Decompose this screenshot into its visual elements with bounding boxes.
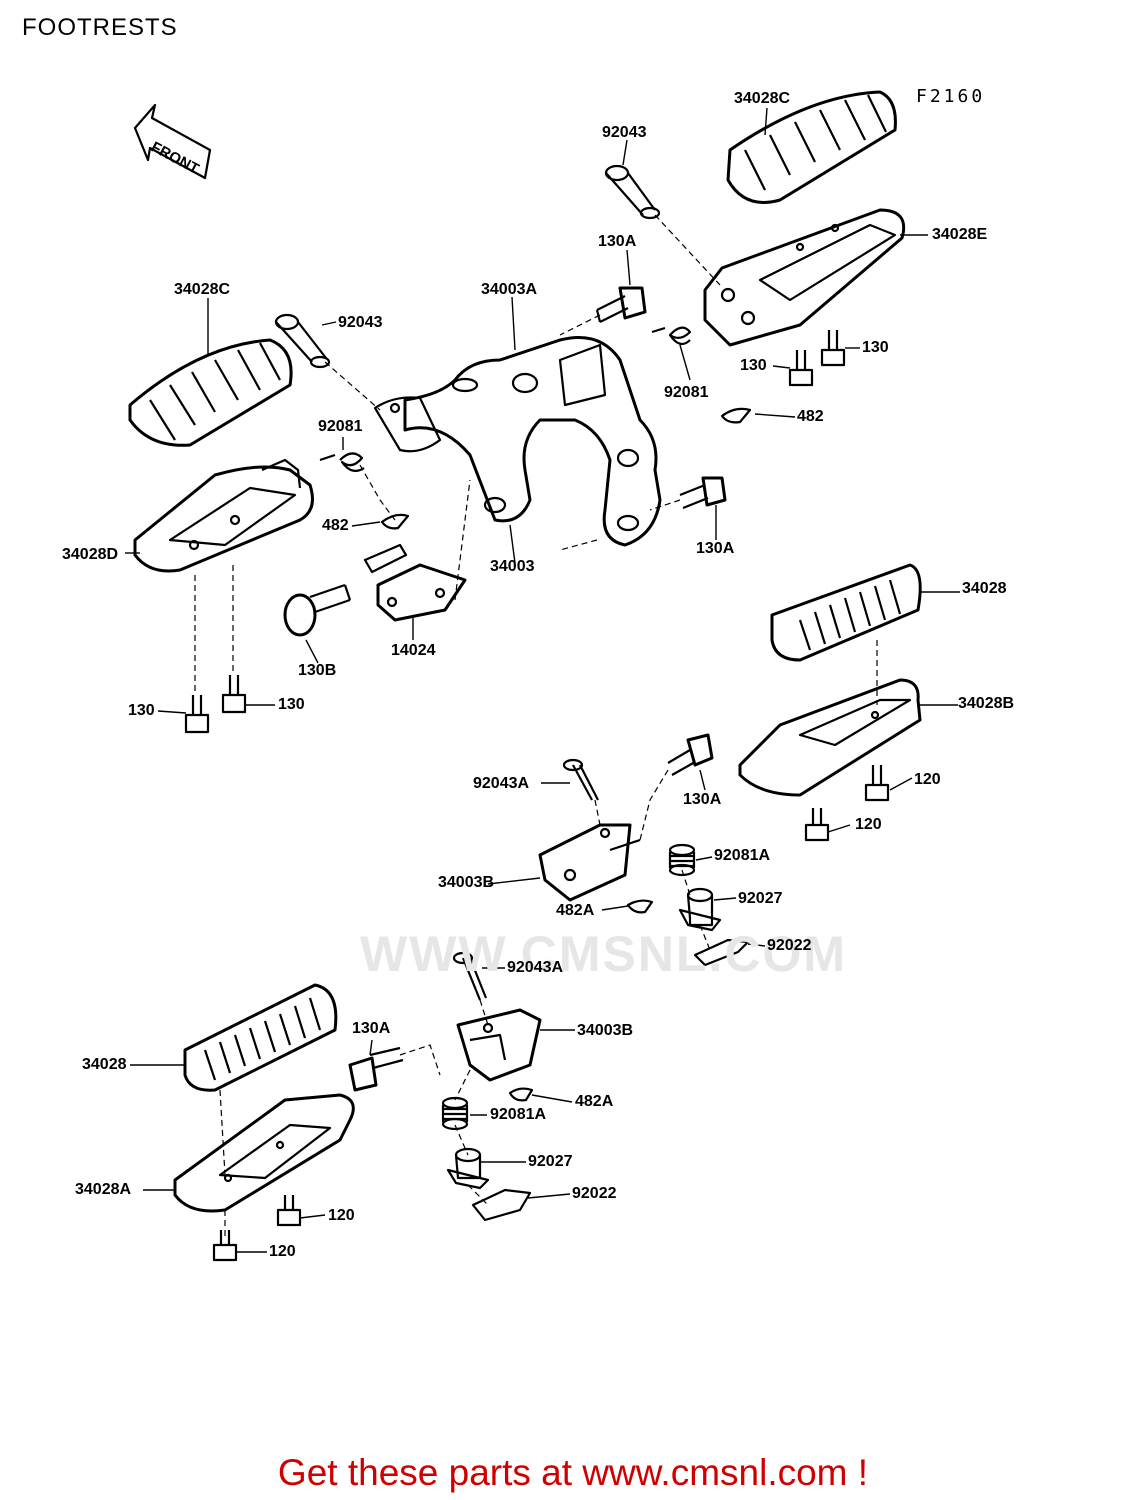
bolt-130-right-a — [788, 350, 814, 387]
clip-482A-upper — [626, 899, 654, 914]
plate-14024 — [363, 543, 467, 622]
footpeg-34028E — [703, 208, 906, 347]
bracket-34003 — [373, 336, 662, 547]
rubber-34028-right — [770, 563, 922, 662]
callout-92081A-upper: 92081A — [714, 847, 771, 864]
bolt-130A-upper — [595, 286, 647, 323]
callout-34028E: 34028E — [932, 226, 988, 243]
clip-482-left — [380, 513, 410, 530]
watermark-text: WWW.CMSNL.COM — [360, 926, 848, 982]
callout-92022-lower: 92022 — [572, 1185, 617, 1202]
footpeg-34028D — [133, 458, 314, 573]
page-title: FOOTRESTS — [22, 14, 178, 41]
assembly-lines — [194, 214, 878, 1240]
leader-lines — [125, 107, 960, 1253]
callout-14024: 14024 — [391, 642, 436, 659]
pin-92043-right — [604, 164, 661, 220]
callout-482-right: 482 — [797, 408, 824, 425]
callout-92043-right: 92043 — [602, 124, 647, 141]
callout-130A-lower-right: 130A — [683, 791, 722, 808]
callout-92043-left: 92043 — [338, 314, 383, 331]
washer-92022-lower — [471, 1188, 532, 1222]
pin-92043-left — [274, 313, 331, 369]
spring-92081A-upper — [668, 843, 696, 877]
bracket-34003B-lower — [456, 1008, 542, 1082]
callout-92081-left: 92081 — [318, 418, 363, 435]
callout-34028C-left: 34028C — [174, 281, 231, 298]
bolt-130-left-a — [184, 695, 210, 734]
bolt-130B — [283, 583, 352, 637]
callout-34028C-right: 34028C — [734, 90, 791, 107]
bolt-120-left-a — [276, 1195, 302, 1227]
callout-92043A-lower: 92043A — [507, 959, 564, 976]
bolt-130-right-b — [820, 330, 846, 367]
spring-92081-right — [651, 326, 692, 346]
callout-130-left-b: 130 — [278, 696, 305, 713]
callout-34003A: 34003A — [481, 281, 538, 298]
clip-482A-lower — [508, 1087, 534, 1102]
figure-code: F2160 — [916, 86, 986, 107]
bolt-130-left-b — [221, 675, 247, 714]
rubber-34028C-left — [128, 338, 293, 447]
front-arrow-label: FRONT — [148, 139, 202, 178]
callout-130A-middle: 130A — [696, 540, 735, 557]
callout-92027-lower: 92027 — [528, 1153, 573, 1170]
bolt-130A-lower-left — [348, 1046, 404, 1092]
callout-92027-upper: 92027 — [738, 890, 783, 907]
collar-92027-lower — [446, 1147, 490, 1190]
callout-34028-right: 34028 — [962, 580, 1007, 597]
callout-92081-right: 92081 — [664, 384, 709, 401]
callout-130A-upper: 130A — [598, 233, 637, 250]
callout-482-left: 482 — [322, 517, 349, 534]
front-arrow-icon: FRONT — [133, 103, 212, 180]
bolt-120-right-a — [864, 765, 890, 802]
callout-92043A-upper: 92043A — [473, 775, 530, 792]
callout-130-left-a: 130 — [128, 702, 155, 719]
footpeg-34028B — [738, 678, 922, 797]
bolt-120-left-b — [212, 1230, 238, 1262]
callout-92022-upper: 92022 — [767, 937, 812, 954]
callout-34028B: 34028B — [958, 695, 1015, 712]
callout-34003: 34003 — [490, 558, 535, 575]
callout-34003B-lower: 34003B — [577, 1022, 634, 1039]
pin-92043A-upper — [562, 758, 599, 801]
bolt-130A-middle — [679, 476, 727, 510]
callout-120-left-a: 120 — [328, 1207, 355, 1224]
callout-120-right-a: 120 — [914, 771, 941, 788]
callout-130A-lower-left: 130A — [352, 1020, 391, 1037]
callout-34003B-upper: 34003B — [438, 874, 495, 891]
rubber-34028C-right — [726, 90, 897, 204]
footpeg-34028A — [173, 1093, 355, 1213]
callout-34028D: 34028D — [62, 546, 119, 563]
callout-92081A-lower: 92081A — [490, 1106, 547, 1123]
washer-92022-upper — [693, 938, 750, 967]
rubber-34028-lower — [183, 983, 338, 1092]
callout-130B: 130B — [298, 662, 337, 679]
callout-34028A: 34028A — [75, 1181, 132, 1198]
pin-92043A-lower — [452, 951, 488, 1001]
bolt-130A-lower-right — [667, 733, 714, 776]
callout-34028-lower: 34028 — [82, 1056, 127, 1073]
spring-92081A-lower — [441, 1096, 469, 1131]
bracket-34003B-upper — [538, 823, 641, 902]
spring-92081-left — [319, 452, 365, 473]
callout-120-left-b: 120 — [269, 1243, 296, 1260]
callout-482A-upper: 482A — [556, 902, 595, 919]
footer-shop-link[interactable]: Get these parts at www.cmsnl.com ! — [277, 1452, 869, 1493]
callout-120-right-b: 120 — [855, 816, 882, 833]
callout-482A-lower: 482A — [575, 1093, 614, 1110]
callout-130-right-b: 130 — [862, 339, 889, 356]
callout-130-right-a: 130 — [740, 357, 767, 374]
bolt-120-right-b — [804, 808, 830, 842]
clip-482-right — [720, 407, 752, 424]
collar-92027-upper — [678, 887, 722, 932]
